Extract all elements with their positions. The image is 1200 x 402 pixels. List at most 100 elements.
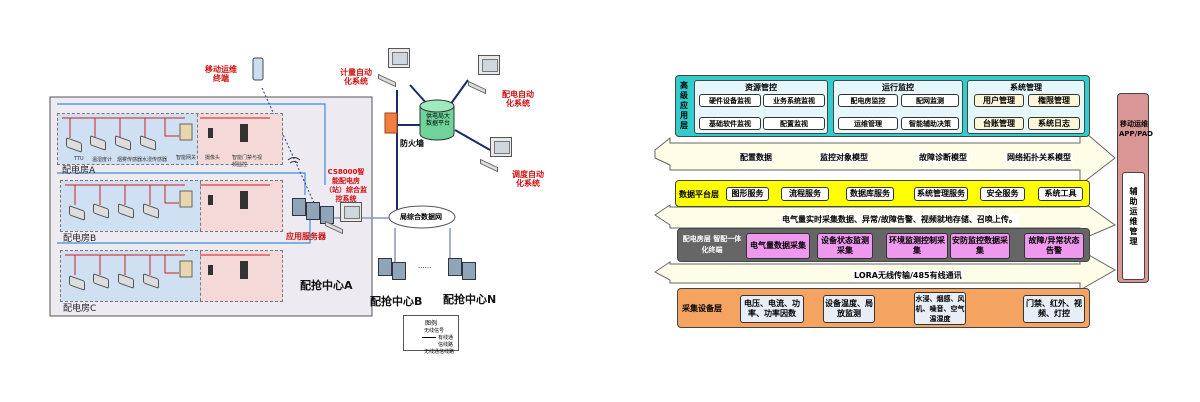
module-box[interactable]: 系统日志 (1028, 117, 1080, 130)
dispatch-system-label: 调度自动化系统 (512, 170, 544, 188)
diagram-shape (208, 128, 213, 138)
group-title: 运行监控 (882, 83, 914, 92)
wireless-signal-icon (287, 157, 301, 164)
legend-item: 无线信号 (424, 328, 445, 334)
room-b (60, 180, 283, 232)
module-box[interactable]: 运维管理 (838, 117, 898, 130)
module-box[interactable]: 権限管理 (1028, 94, 1080, 107)
device-label: 水浸传感器 (142, 157, 168, 163)
service-box[interactable]: 流程服务 (781, 187, 829, 201)
diagram-shape (240, 191, 248, 209)
service-box[interactable]: 图形服务 (726, 187, 769, 201)
room-c-label: 配电房C (63, 304, 97, 314)
distribution-system-label: 配电自动化系统 (502, 90, 534, 108)
function-box[interactable]: 电气量数据采集 (746, 233, 810, 259)
app-layer: 高级应用层 资源管控 硬件设备监视 业务系统监视 基础软件监视 配置监视 运行监… (675, 75, 1090, 137)
device-box[interactable]: 电压、电流、功率、功率因数 (740, 295, 804, 323)
collect-layer: 采集设备层 电压、电流、功率、功率因数 设备温度、局放监测 水浸、烟感、风机、噪… (677, 288, 1090, 328)
service-box[interactable]: 数据库服务 (846, 187, 894, 201)
server-icon (292, 198, 306, 216)
mobile-app-panel: 移动运维APP/PAD 辅助运维管理 (1117, 93, 1153, 283)
monitor-icon (490, 137, 512, 157)
gateway-icon (179, 190, 193, 208)
diagram-shape (62, 117, 185, 138)
function-box[interactable]: 安防监控数据采集 (950, 233, 1010, 259)
room-layer-title: 配电房层 智配一体化终端 (682, 235, 742, 254)
diagram-shape (61, 251, 201, 301)
firewall-label: 防火墙 (400, 139, 424, 148)
ellipsis: ...... (418, 262, 432, 270)
monitor-icon (340, 202, 362, 222)
firewall-icon (384, 112, 398, 134)
diagram-shape (462, 262, 476, 280)
function-box[interactable]: 设备状态监测采集 (817, 233, 873, 259)
diagram-shape (208, 124, 248, 279)
diagram-shape (57, 218, 311, 244)
room-c (60, 250, 283, 302)
app-server-label: 应用服务器 (286, 232, 326, 241)
legend-title: 图例 (424, 320, 437, 327)
module-box[interactable]: 智能辅助决策 (901, 117, 959, 130)
center-n-label: 配抢中心N (443, 293, 497, 306)
monitor-icon (388, 48, 410, 68)
module-box[interactable]: 台账管理 (974, 117, 1024, 130)
diagram-shape (57, 103, 326, 185)
band-label: 网络拓扑关系模型 (1005, 152, 1073, 163)
assist-ops-box[interactable]: 辅助运维管理 (1122, 172, 1145, 280)
diagram-shape (306, 202, 320, 220)
network-label: 局综合数据网 (400, 213, 442, 221)
server-icon (378, 258, 392, 276)
module-box[interactable]: 硬件设备监视 (699, 94, 761, 107)
diagram-shape (208, 265, 213, 275)
legend: 图例 无线信号 有线通信线路 无线通信线路 (403, 315, 459, 355)
device-label: 烟雾传感器 (117, 157, 143, 163)
device-box[interactable]: 设备温度、局放监测 (823, 295, 875, 323)
data-platform-layer: 数据平台层 图形服务 流程服务 数据库服务 系统管理服务 安全服务 系统工具 (675, 180, 1090, 207)
function-box[interactable]: 故障/异常状态告警 (1024, 233, 1084, 259)
band-label: 配置数据 (738, 152, 774, 163)
room-wiring (62, 117, 270, 279)
module-box[interactable]: 配置监视 (763, 117, 825, 130)
device-label: TTU (74, 156, 84, 162)
center-a-label: 配抢中心A (300, 279, 353, 292)
group-title: 系统管理 (1010, 83, 1042, 92)
device-label: 摄像头 (205, 155, 221, 161)
service-box[interactable]: 系统管理服务 (914, 187, 968, 201)
diagram-shape (261, 87, 316, 206)
device-box[interactable]: 水浸、烟感、风机、噪音、空气温湿度 (914, 292, 966, 325)
diagram-shape (65, 184, 185, 205)
diagram-shape (240, 124, 248, 142)
band-label: 故障诊断模型 (917, 152, 969, 163)
mobile-app-title: 移动运维APP/PAD (1119, 120, 1153, 138)
room-a-label: 配电房A (62, 166, 96, 176)
module-box[interactable]: 配网监测 (901, 94, 959, 107)
function-box[interactable]: 环境监测控制采集 (886, 233, 948, 259)
service-box[interactable]: 系统工具 (1038, 187, 1083, 201)
legend-item: 有线通信线路 (406, 334, 456, 348)
diagram-shape (392, 262, 406, 280)
diagram-shape (200, 117, 270, 256)
diagram-shape (419, 106, 455, 141)
diagram-shape (240, 261, 248, 279)
module-box[interactable]: 基础软件监视 (699, 117, 761, 130)
diagram-shape (65, 254, 185, 275)
database-icon (419, 99, 455, 113)
service-box[interactable]: 安全服务 (980, 187, 1025, 201)
assist-ops-label: 辅助运维管理 (1129, 187, 1138, 246)
device-box[interactable]: 门禁、红外、视频、灯控 (1023, 295, 1085, 323)
module-box[interactable]: 用户管理 (974, 94, 1024, 107)
bigdata-label: 供电局大数据平台 (425, 113, 450, 127)
diagram-shape (208, 195, 213, 205)
diagram-shape (61, 181, 201, 231)
group-system: 系统管理 用户管理 権限管理 台账管理 系统日志 (967, 80, 1085, 134)
module-box[interactable]: 配电房监控 (838, 94, 898, 107)
center-b-label: 配抢中心B (370, 295, 423, 308)
room-layer: 配电房层 智配一体化终端 电气量数据采集 设备状态监测采集 环境监测控制采集 安… (677, 228, 1090, 262)
system-label: CS8000智能配电房（站）综合监控系统 (325, 168, 367, 203)
group-operation: 运行监控 配电房监控 配网监测 运维管理 智能辅助决策 (833, 80, 963, 134)
module-box[interactable]: 业务系统监视 (763, 94, 825, 107)
room-a (57, 113, 283, 165)
gateway-icon (179, 260, 193, 278)
server-icon (448, 258, 462, 276)
app-layer-title: 高级应用层 (680, 81, 688, 130)
